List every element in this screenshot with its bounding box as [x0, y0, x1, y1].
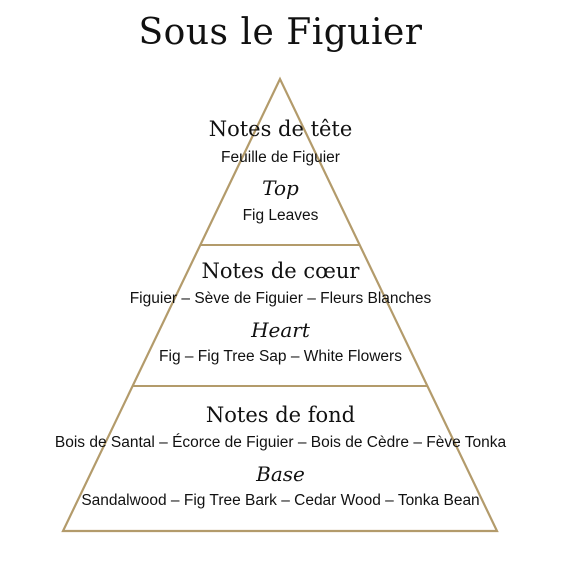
- page-title: Sous le Figuier: [138, 12, 423, 53]
- heart-notes-heading-en: Heart: [251, 318, 310, 342]
- top-notes-list-en: Fig Leaves: [242, 207, 319, 224]
- base-notes-heading-en: Base: [256, 462, 305, 486]
- base-notes-list-fr: Bois de Santal – Écorce de Figuier – Boi…: [54, 434, 507, 451]
- base-notes-heading-fr: Notes de fond: [205, 403, 356, 427]
- heart-notes-list-fr: Figuier – Sève de Figuier – Fleurs Blanc…: [129, 290, 432, 307]
- heart-notes-heading-fr: Notes de cœur: [201, 259, 360, 283]
- pyramid-triangle: [61, 76, 499, 533]
- heart-notes-list-en: Fig – Fig Tree Sap – White Flowers: [159, 348, 402, 365]
- top-notes-heading-en: Top: [262, 176, 299, 200]
- top-notes-list-fr: Feuille de Figuier: [221, 149, 340, 166]
- top-notes-heading-fr: Notes de tête: [208, 117, 353, 141]
- base-notes-list-en: Sandalwood – Fig Tree Bark – Cedar Wood …: [81, 492, 480, 509]
